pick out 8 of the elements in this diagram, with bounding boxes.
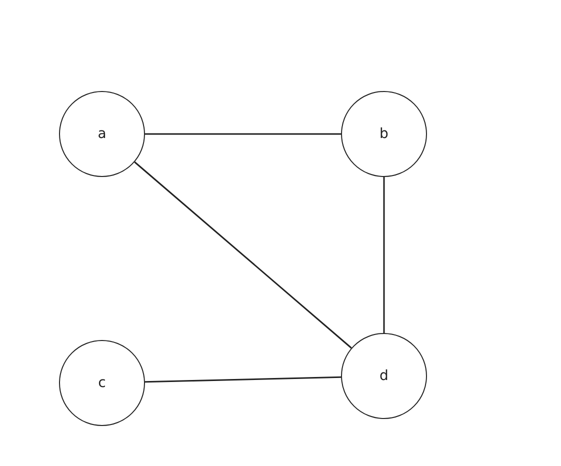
node-label: a (98, 126, 106, 142)
node-label: c (98, 375, 106, 391)
connector-line (383, 177, 385, 333)
node-label: d (380, 368, 388, 384)
node-label: b (380, 126, 388, 142)
connector-line (145, 133, 341, 135)
connector-line (144, 376, 342, 383)
connector-line (134, 161, 352, 349)
